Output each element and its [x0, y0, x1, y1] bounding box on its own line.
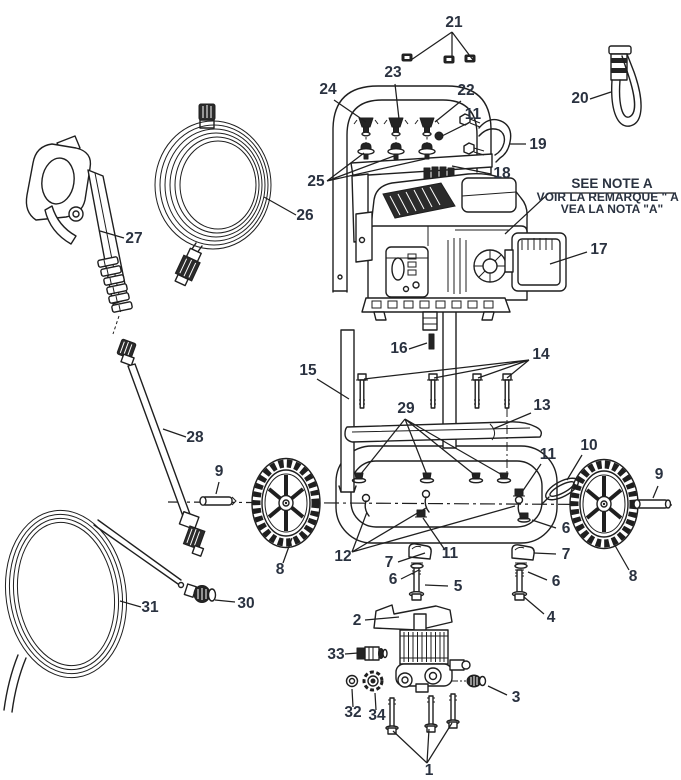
nuts-29: [351, 472, 512, 484]
washer-32: [345, 674, 359, 688]
hose-coil-26: [154, 103, 272, 287]
callout-6-right-lower: 6: [552, 573, 561, 590]
wand-28: [116, 338, 206, 557]
axle-pin-left: [199, 496, 237, 506]
callout-17: 17: [590, 241, 607, 258]
frame-bolts-14: [356, 373, 513, 474]
callout-28: 28: [186, 429, 204, 446]
callout-16: 16: [390, 340, 408, 357]
nut-11-top: [434, 131, 444, 141]
callout-7-right: 7: [562, 546, 571, 563]
callout-7-left: 7: [385, 554, 394, 571]
bracket-7-right: [511, 544, 535, 561]
callout-1: 1: [425, 762, 434, 779]
engine-assembly: [355, 166, 567, 331]
leader-lines: [99, 31, 676, 764]
note-a-line3: VEA LA NOTA "A": [561, 202, 664, 216]
note-a-line2: VOIR LA REMARQUE " A ": [537, 190, 681, 204]
strap-20: [608, 45, 642, 127]
callout-22: 22: [457, 82, 474, 99]
pin-16: [428, 333, 435, 350]
tip-30: [183, 583, 217, 603]
bolts-1: [385, 693, 460, 735]
bolt-4: [511, 569, 528, 601]
callout-11-top: 11: [465, 106, 482, 123]
callout-13: 13: [533, 397, 551, 414]
clips-12: [361, 489, 524, 519]
callout-23: 23: [384, 64, 402, 81]
nozzle-holders-and-grommets: [353, 117, 440, 160]
callout-2: 2: [353, 612, 362, 629]
fitting-33: [356, 646, 388, 661]
callout-3: 3: [512, 689, 521, 706]
axle-pin-right: [633, 499, 672, 509]
hose-31: [3, 509, 185, 713]
pump-assembly: [373, 604, 471, 693]
callout-8-left: 8: [276, 561, 285, 578]
callout-4: 4: [547, 609, 556, 626]
frame-uprights: [338, 307, 457, 493]
callout-33: 33: [327, 646, 345, 663]
callout-19: 19: [529, 136, 547, 153]
note-a-line1: SEE NOTE A: [571, 176, 653, 191]
callout-21: 21: [445, 14, 463, 31]
nut-34: [362, 670, 384, 692]
callout-8-right: 8: [629, 568, 638, 585]
callout-27: 27: [125, 230, 142, 247]
callout-18: 18: [493, 165, 511, 182]
hose-19: [459, 113, 512, 163]
callout-31: 31: [141, 599, 159, 616]
frame-base-loop: [335, 445, 558, 544]
callout-15: 15: [299, 362, 317, 379]
callout-6-right-upper: 6: [562, 520, 571, 537]
callout-10: 10: [580, 437, 597, 454]
callout-11-bottom: 11: [442, 545, 459, 562]
wheel-left: [251, 457, 321, 549]
callout-6-left: 6: [389, 571, 398, 588]
callout-29: 29: [397, 400, 415, 417]
callout-9-left: 9: [215, 463, 224, 480]
bolt-5: [408, 567, 425, 601]
callout-24: 24: [319, 81, 337, 98]
wheel-right: [569, 458, 639, 550]
callout-30: 30: [237, 595, 254, 612]
callout-labels: 21 24 23 22 11 19 20 18 25 17 16 14 15 1…: [125, 14, 663, 779]
pull-loop-10: [545, 477, 579, 501]
bracket-7-left: [408, 543, 432, 560]
gun-hose-wrap: [97, 256, 133, 335]
callout-25: 25: [307, 173, 325, 190]
callout-26: 26: [296, 207, 314, 224]
callout-11-right: 11: [540, 446, 557, 463]
crossbar-13: [344, 421, 543, 443]
callout-14: 14: [532, 346, 550, 363]
fitting-3: [466, 674, 487, 688]
callout-32: 32: [344, 704, 361, 721]
callout-20: 20: [571, 90, 588, 107]
callout-34: 34: [368, 707, 386, 724]
callout-9-right: 9: [655, 466, 664, 483]
callout-12: 12: [334, 548, 351, 565]
callout-5: 5: [454, 578, 463, 595]
loop-tail: [541, 496, 550, 505]
note-a: SEE NOTE A VOIR LA REMARQUE " A " VEA LA…: [537, 176, 681, 216]
